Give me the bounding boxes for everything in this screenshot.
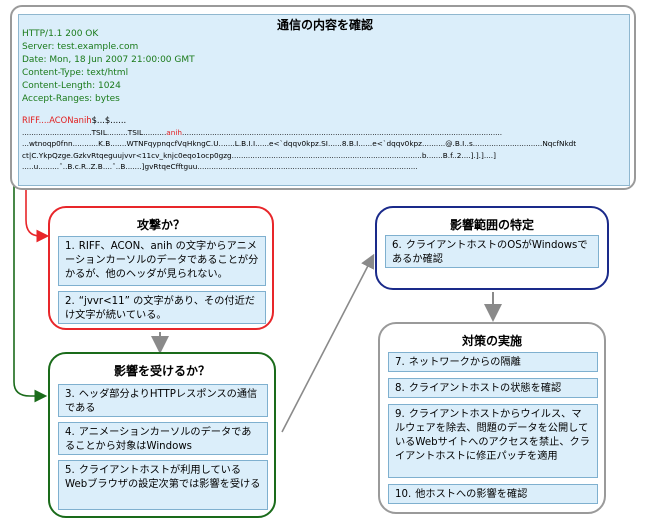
http-header-line: Server: test.example.com <box>22 42 139 52</box>
http-header-line: Date: Mon, 18 Jun 2007 21:00:00 GMT <box>22 55 195 65</box>
step-number: 2. <box>65 296 75 307</box>
step-4: 4.アニメーションカーソルのデータであることから対象はWindows <box>58 422 268 455</box>
dump-line: RIFF....ACONanih$...$...... <box>22 115 628 127</box>
step-number: 3. <box>65 389 75 400</box>
step-text: クライアントホストが利用しているWebブラウザの設定次第では影響を受ける <box>65 465 261 490</box>
scope-title: 影響範囲の特定 <box>449 218 534 232</box>
step-text: “jvvr<11” の文字があり、その付近だけ文字が続いている。 <box>65 296 255 321</box>
dump-text: ........................................… <box>182 127 503 137</box>
dump-line: .....u.........ˆ..B.c.R..Z.B....ˆ..B....… <box>22 162 418 171</box>
step-8: 8.クライアントホストの状態を確認 <box>388 378 598 398</box>
step-text: クライアントホストの状態を確認 <box>408 383 562 394</box>
arrow-riff-to-attack <box>25 122 50 243</box>
step-number: 5. <box>65 465 75 476</box>
dump-line: ...wtnoqp0fnn...........K.B.......WTNFqy… <box>22 139 577 148</box>
arrow-affected-to-scope <box>281 253 375 433</box>
step-text: 他ホストへの影響を確認 <box>415 489 528 500</box>
step-5: 5.クライアントホストが利用しているWebブラウザの設定次第では影響を受ける <box>58 460 268 510</box>
http-header-line: Accept-Ranges: bytes <box>22 94 120 104</box>
step-number: 8. <box>395 383 405 394</box>
binary-dump: RIFF....ACONanih$...$...... ............… <box>22 115 628 173</box>
http-header-block: HTTP/1.1 200 OK Server: test.example.com… <box>22 28 195 106</box>
affected-group: 影響を受けるか？ 3.ヘッダ部分よりHTTPレスポンスの通信である 4.アニメー… <box>48 352 276 518</box>
step-number: 6. <box>392 240 402 251</box>
dump-line: ..............................TSIL......… <box>22 127 628 139</box>
http-header-line: HTTP/1.1 200 OK <box>22 29 99 39</box>
step-number: 1. <box>65 241 75 252</box>
step-number: 9. <box>395 409 405 420</box>
step-text: ヘッダ部分よりHTTPレスポンスの通信である <box>65 389 258 414</box>
step-number: 10. <box>395 489 412 500</box>
countermeasure-title: 対策の実施 <box>461 334 522 348</box>
step-1: 1.RIFF、ACON、anih の文字からアニメーションカーソルのデータである… <box>58 236 266 286</box>
step-text: クライアントホストからウイルス、マルウェアを除去、問題のデータを公開しているWe… <box>395 409 590 462</box>
attack-group: 攻撃か？ 1.RIFF、ACON、anih の文字からアニメーションカーソルのデ… <box>48 206 274 330</box>
http-header-line: Content-Length: 1024 <box>22 81 121 91</box>
riff-acon-anih-text: RIFF....ACONanih <box>22 115 92 125</box>
step-text: アニメーションカーソルのデータであることから対象はWindows <box>65 427 252 452</box>
step-text: RIFF、ACON、anih の文字からアニメーションカーソルのデータであること… <box>65 241 259 280</box>
packet-dump-area <box>18 14 630 186</box>
dump-line: ct|C.YkpQzge.GzkvRtqeguujvvr<11cv_knjc0e… <box>22 150 496 160</box>
anih-text: anih <box>166 127 183 137</box>
countermeasure-group: 対策の実施 7.ネットワークからの隔離 8.クライアントホストの状態を確認 9.… <box>378 322 606 514</box>
step-7: 7.ネットワークからの隔離 <box>388 352 598 372</box>
dump-text: ..............................TSIL......… <box>22 127 167 137</box>
step-10: 10.他ホストへの影響を確認 <box>388 484 598 504</box>
step-9: 9.クライアントホストからウイルス、マルウェアを除去、問題のデータを公開している… <box>388 404 598 478</box>
dump-text: $...$...... <box>91 115 127 125</box>
step-number: 7. <box>395 357 405 368</box>
scope-group: 影響範囲の特定 6.クライアントホストのOSがWindowsであるか確認 <box>375 206 609 290</box>
http-header-line: Content-Type: text/html <box>22 68 129 78</box>
attack-title: 攻撃か？ <box>136 218 185 232</box>
affected-title: 影響を受けるか？ <box>113 364 210 378</box>
step-6: 6.クライアントホストのOSがWindowsであるか確認 <box>385 235 599 268</box>
step-text: ネットワークからの隔離 <box>408 357 521 368</box>
step-3: 3.ヘッダ部分よりHTTPレスポンスの通信である <box>58 384 268 417</box>
arrow-headers-to-affected <box>13 81 48 403</box>
packet-title: 通信の内容を確認 <box>276 18 373 32</box>
step-number: 4. <box>65 427 75 438</box>
step-text: クライアントホストのOSがWindowsであるか確認 <box>392 240 588 265</box>
step-2: 2.“jvvr<11” の文字があり、その付近だけ文字が続いている。 <box>58 291 266 324</box>
